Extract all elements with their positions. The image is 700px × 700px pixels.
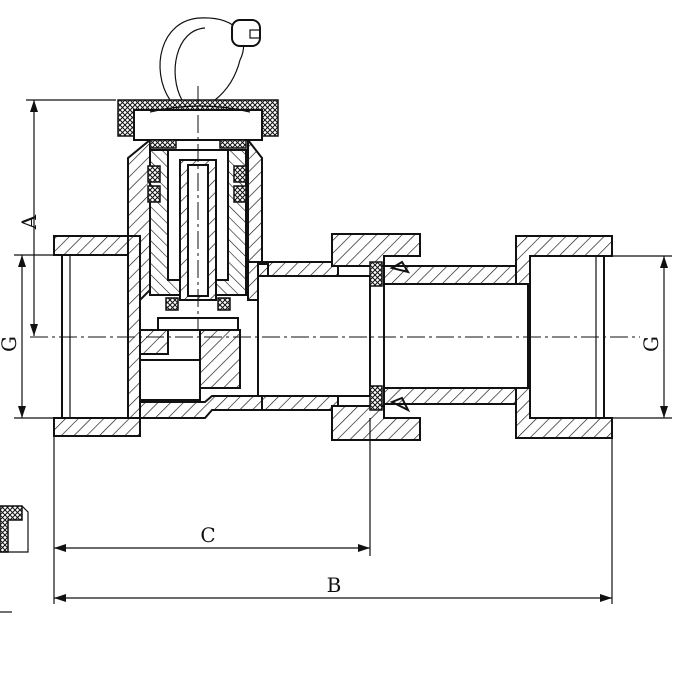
dimension-label-a: A	[17, 214, 41, 230]
dimension-label-g-right: G	[639, 336, 663, 352]
cropped-detail-fragment	[0, 505, 29, 613]
tailpiece	[257, 263, 529, 405]
valve-seat	[139, 317, 241, 401]
dimension-label-c: C	[200, 523, 215, 547]
valve-cartridge	[147, 139, 247, 311]
dimension-lines	[14, 99, 672, 604]
dimension-label-b: B	[327, 573, 342, 597]
union-nut	[331, 233, 421, 441]
valve-body	[53, 137, 339, 437]
dimension-label-g-left: G	[0, 336, 21, 352]
security-seal	[159, 17, 261, 101]
